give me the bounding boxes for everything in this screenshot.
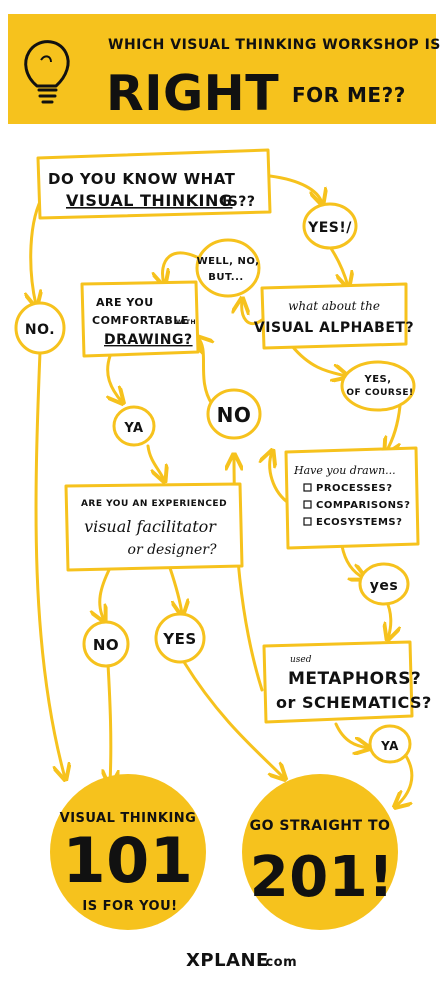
answer-label: YA — [380, 739, 399, 753]
answer-yes-of-course: YES, OF COURSE! — [340, 360, 416, 412]
header-banner: WHICH VISUAL THINKING WORKSHOP IS RIGHT … — [8, 14, 441, 124]
arrow-yes-to-alphabet — [326, 242, 348, 286]
answer-label: NO — [93, 636, 119, 654]
header-right-word: RIGHT — [106, 65, 279, 122]
answer-line2: BUT... — [208, 272, 243, 283]
question-line2: METAPHORS? — [288, 669, 421, 689]
question-line1: DO YOU KNOW WHAT — [48, 170, 236, 188]
checkbox-label: PROCESSES? — [316, 483, 393, 494]
question-line2: VISUAL THINKING — [66, 191, 233, 210]
question-line2: VISUAL ALPHABET? — [254, 320, 414, 336]
answer-label: NO. — [25, 322, 55, 338]
arrow-no-to-101 — [34, 350, 65, 778]
question-comfortable-drawing: ARE YOU COMFORTABLE WITH DRAWING? — [80, 280, 200, 358]
arrow-know-to-yes — [268, 174, 322, 203]
arrow-metaphors-to-ya — [334, 722, 368, 748]
answer-line1: YES, — [363, 374, 391, 385]
question-line3: or SCHEMATICS? — [276, 693, 432, 712]
checkbox-label: ECOSYSTEMS? — [316, 517, 402, 528]
answer-label: YES!/ — [307, 220, 352, 236]
question-line1: ARE YOU — [96, 296, 154, 309]
answer-label: YA — [123, 421, 143, 436]
answer-yes-know: YES!/ — [302, 202, 358, 250]
checkbox-icon — [303, 483, 312, 492]
result-circle — [242, 774, 398, 930]
answer-label: NO — [217, 403, 252, 427]
answer-no-know: NO. — [14, 301, 66, 355]
header-for-me: FOR ME?? — [292, 83, 406, 107]
question-metaphors-schematics: used METAPHORS? or SCHEMATICS? — [262, 640, 432, 724]
question-have-you-drawn: Have you drawn... PROCESSES? COMPARISONS… — [284, 446, 420, 550]
question-line3: or designer? — [128, 542, 217, 558]
checkbox-item-ecosystems: ECOSYSTEMS? — [303, 517, 402, 528]
question-box — [262, 640, 414, 724]
arrow-yes-to-metaphors — [386, 598, 391, 638]
result-visual-thinking-101: VISUAL THINKING 101 IS FOR YOU! — [50, 774, 206, 930]
arrow-comfortable-to-ya — [108, 354, 122, 402]
question-line2: COMFORTABLE — [92, 314, 189, 327]
answer-label: yes — [370, 578, 398, 594]
checkbox-item-comparisons: COMPARISONS? — [303, 500, 410, 511]
question-visual-alphabet: what about the VISUAL ALPHABET? — [254, 282, 414, 350]
brand-suffix: .com — [260, 955, 297, 970]
result-line1: GO STRAIGHT TO — [250, 818, 391, 834]
result-line2: 201! — [250, 845, 394, 910]
checkbox-item-processes: PROCESSES? — [303, 483, 393, 494]
question-title: Have you drawn... — [293, 464, 396, 477]
question-box — [64, 482, 244, 572]
arrow-alphabet-to-well — [242, 300, 264, 326]
question-line2: visual facilitator — [84, 517, 217, 536]
answer-ya-comfortable: YA — [112, 405, 156, 447]
brand-logo: XPLANE — [186, 950, 269, 971]
arrow-experienced-to-yes — [168, 566, 182, 614]
question-line3: WITH — [176, 319, 196, 326]
arrow-drawn-to-yes — [340, 544, 364, 578]
arrow-no-to-comfortable — [198, 338, 212, 406]
arrow-no-to-101b — [108, 662, 111, 784]
question-box — [284, 446, 420, 550]
checkbox-icon — [303, 500, 312, 509]
question-line4: DRAWING? — [104, 332, 193, 348]
question-line1: used — [290, 655, 312, 665]
result-line3: IS FOR YOU! — [82, 899, 177, 914]
answer-no-experienced: NO — [82, 620, 130, 668]
answer-well-no-but: WELL, NO, BUT... — [195, 238, 261, 298]
answer-ya-metaphors: YA — [368, 724, 412, 764]
arrow-well-to-comfortable — [163, 251, 208, 284]
checkbox-icon — [303, 517, 312, 526]
answer-no-middle: NO — [206, 388, 262, 440]
question-line1: what about the — [288, 299, 380, 313]
header-line1: WHICH VISUAL THINKING WORKSHOP IS — [108, 37, 441, 53]
question-experienced-facilitator: ARE YOU AN EXPERIENCED visual facilitato… — [64, 482, 244, 572]
checkbox-label: COMPARISONS? — [316, 500, 410, 511]
result-go-straight-201: GO STRAIGHT TO 201! — [242, 774, 398, 930]
question-box — [36, 148, 272, 220]
answer-yes-experienced: YES — [154, 612, 206, 664]
header-background — [8, 14, 436, 124]
result-line1: VISUAL THINKING — [60, 811, 197, 826]
answer-label: YES — [162, 630, 196, 648]
result-line2: 101 — [63, 824, 194, 897]
footer-brand: XPLANE .com — [186, 950, 297, 971]
arrow-yes-to-201 — [182, 660, 284, 778]
arrow-ya-to-201 — [396, 754, 414, 806]
question-box — [260, 282, 408, 350]
answer-yes-drawn: yes — [358, 562, 410, 606]
lightbulb-icon — [24, 40, 70, 104]
result-circle — [50, 774, 206, 930]
question-line3: IS?? — [222, 194, 256, 210]
arrow-experienced-to-no — [100, 566, 112, 620]
question-line1: ARE YOU AN EXPERIENCED — [81, 499, 227, 509]
arrow-ya-to-experienced — [146, 444, 164, 480]
answer-line1: WELL, NO, — [197, 256, 260, 267]
question-know-visual-thinking: DO YOU KNOW WHAT VISUAL THINKING IS?? — [36, 148, 272, 220]
arrow-yescourse-to-drawn — [386, 404, 402, 452]
arrow-alphabet-to-yescourse — [290, 344, 346, 376]
answer-line2: OF COURSE! — [346, 388, 413, 398]
question-box — [80, 280, 200, 358]
